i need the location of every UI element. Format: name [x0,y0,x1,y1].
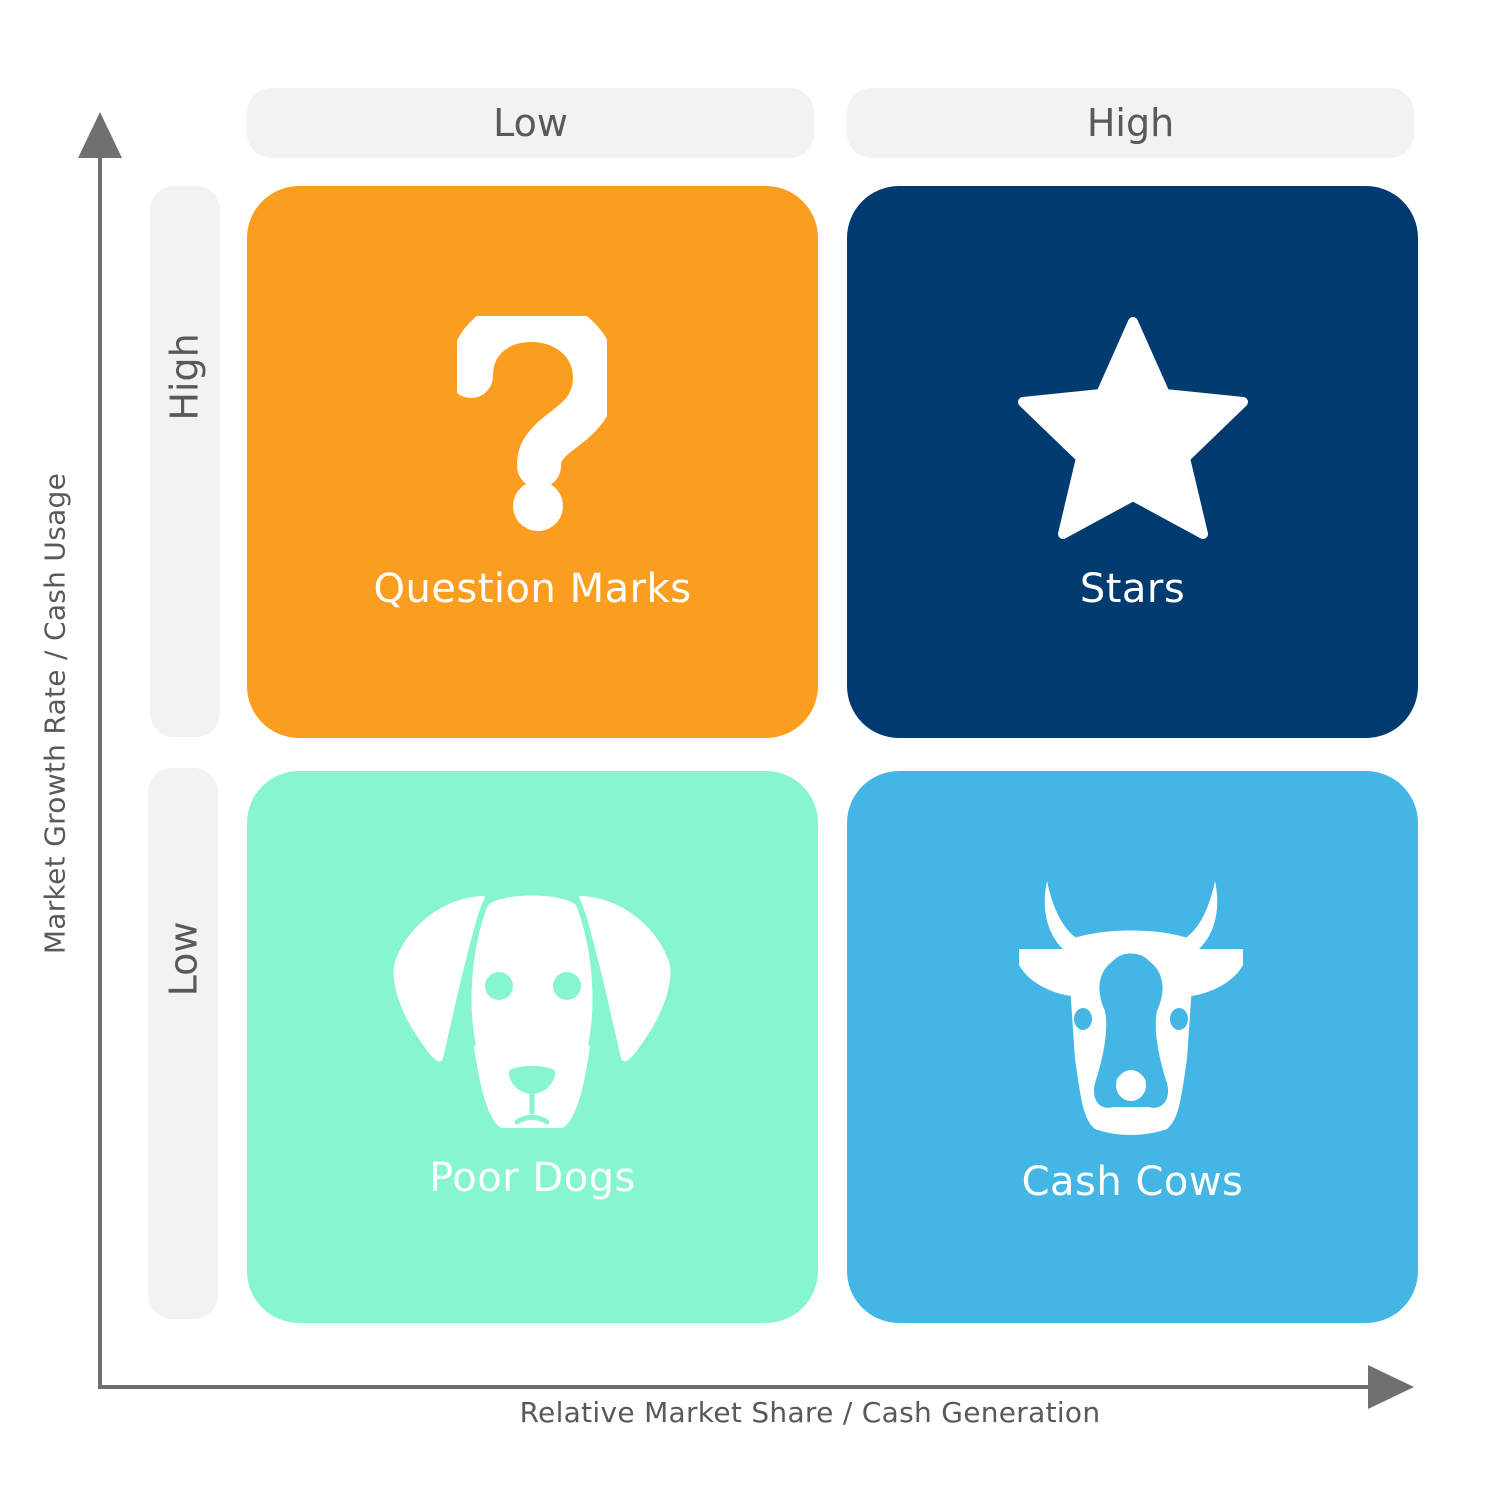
dog-icon [393,895,671,1128]
cow-icon [1019,881,1243,1135]
row-header-low: Low [148,768,218,1319]
row-header-low-label: Low [161,921,205,996]
quadrant-question-marks-label: Question Marks [373,566,692,612]
column-header-low-label: Low [493,101,568,145]
row-header-high: High [150,186,220,737]
quadrant-poor-dogs-label: Poor Dogs [429,1155,636,1201]
quadrant-stars-label: Stars [1079,566,1186,612]
y-axis [78,112,122,1387]
y-axis-arrow-icon [78,112,122,158]
quadrant-cash-cows-label: Cash Cows [1021,1159,1244,1205]
x-axis [98,1365,1414,1409]
question-mark-icon [457,316,607,531]
y-axis-label: Market Growth Rate / Cash Usage [38,472,72,955]
column-header-low: Low [247,88,814,158]
quadrant-cash-cows: Cash Cows [847,771,1418,1323]
quadrant-stars: Stars [847,186,1418,738]
x-axis-label: Relative Market Share / Cash Generation [519,1396,1101,1429]
quadrant-question-marks: Question Marks [247,186,818,738]
star-icon [1018,317,1248,539]
column-header-high: High [847,88,1414,158]
column-header-high-label: High [1086,101,1175,145]
row-header-high-label: High [163,332,207,421]
quadrant-poor-dogs: Poor Dogs [247,771,818,1323]
x-axis-arrow-icon [1368,1365,1414,1409]
